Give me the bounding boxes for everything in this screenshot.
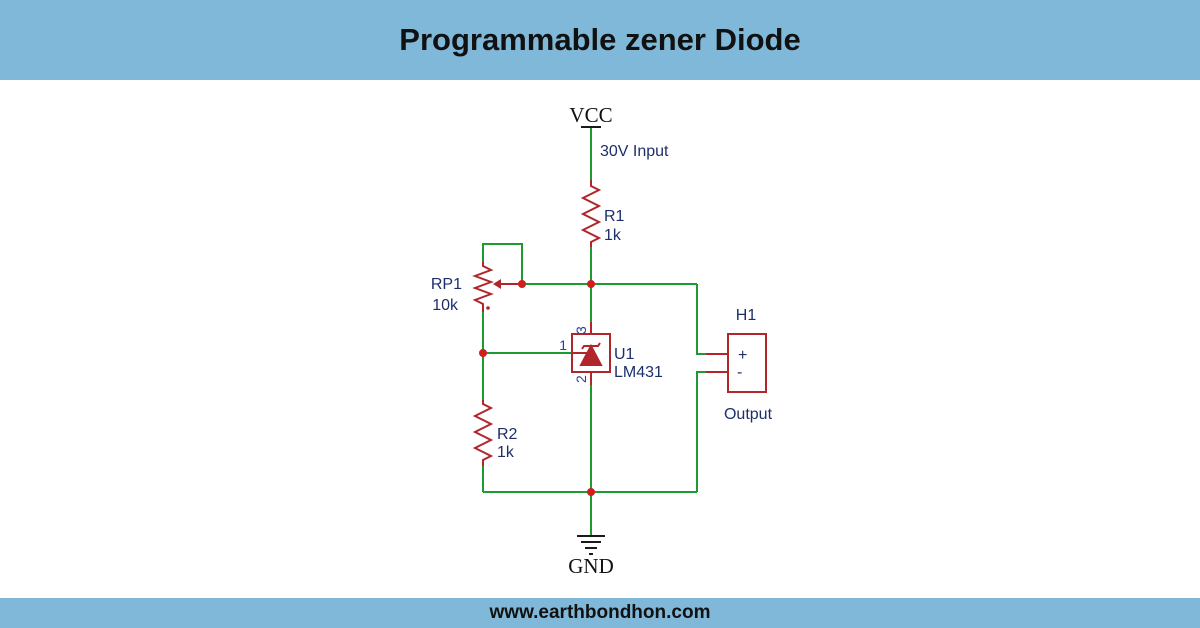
wire-output-plus [696, 284, 706, 355]
h1-label: Output [724, 406, 773, 423]
footer-url: www.earthbondhon.com [489, 602, 711, 623]
junction-dot [518, 280, 526, 288]
u1-pin-anode: 2 [573, 375, 589, 383]
title-bar: Programmable zener Diode [0, 0, 1200, 80]
h1-plus: + [738, 347, 747, 364]
footer-bar: www.earthbondhon.com [0, 598, 1200, 628]
gnd-label: GND [568, 554, 614, 578]
u1-lm431 [571, 322, 611, 385]
junction-dot [587, 488, 595, 496]
rp1-ref: RP1 [431, 276, 462, 293]
r1-value: 1k [604, 227, 622, 244]
rp1-pin-dot [486, 306, 490, 310]
wire-rp1-top-loop [482, 243, 523, 284]
junction-dot [479, 349, 487, 357]
r2-resistor [472, 400, 494, 466]
page-title: Programmable zener Diode [399, 22, 801, 57]
rp1-potentiometer [472, 262, 494, 312]
u1-value: LM431 [614, 364, 663, 381]
vcc-label: VCC [569, 103, 612, 127]
r1-resistor [580, 180, 602, 247]
r2-ref: R2 [497, 426, 518, 443]
wire-output-minus [696, 371, 706, 492]
gnd-symbol [577, 535, 605, 555]
h1-ref: H1 [736, 307, 757, 324]
u1-pin-cathode: 3 [573, 326, 589, 334]
input-note: 30V Input [600, 143, 669, 160]
u1-ref: U1 [614, 346, 635, 363]
r2-value: 1k [497, 444, 515, 461]
h1-connector [706, 333, 767, 393]
h1-minus: - [737, 364, 742, 381]
junction-dot [587, 280, 595, 288]
rp1-wiper-arrow [493, 279, 501, 289]
rp1-value: 10k [432, 297, 459, 314]
u1-pin-ref: 1 [559, 337, 567, 353]
r1-ref: R1 [604, 208, 625, 225]
